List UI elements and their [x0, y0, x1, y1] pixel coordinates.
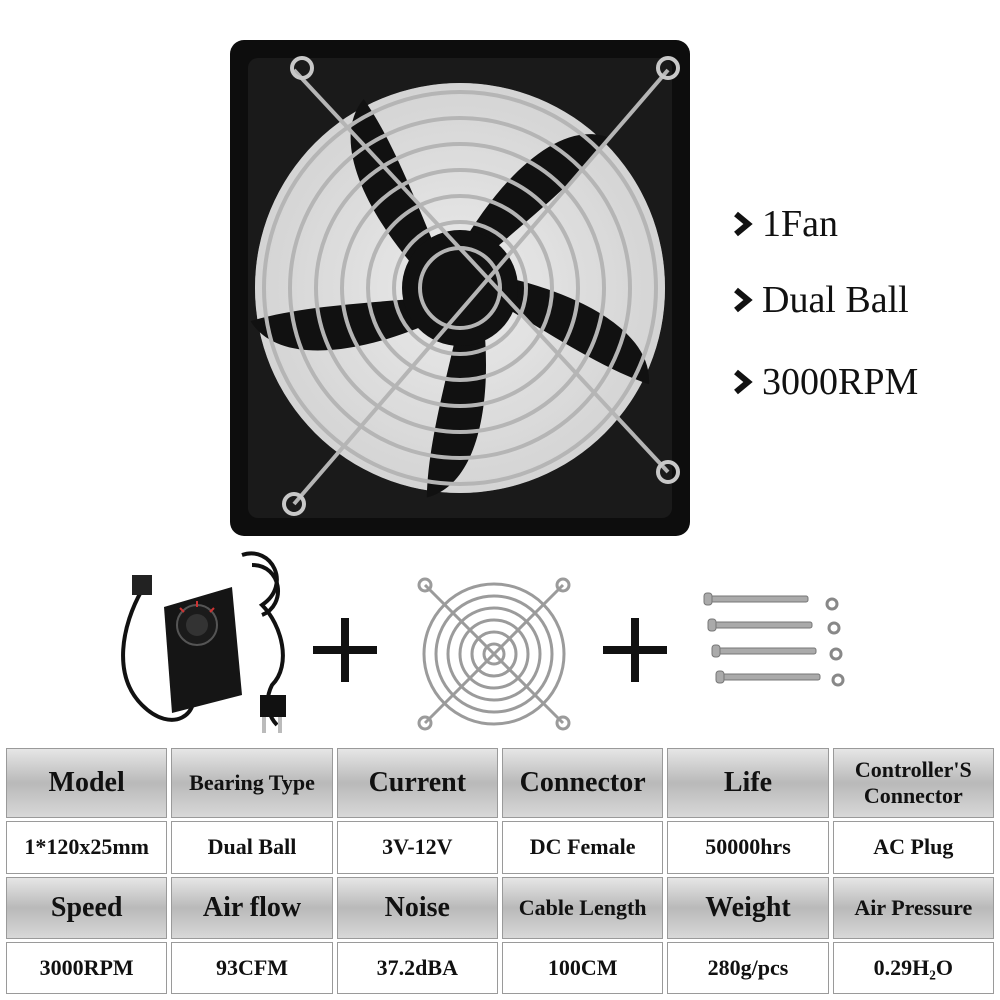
spec-value-life: 50000hrs — [667, 821, 829, 874]
spec-value-current: 3V-12V — [336, 821, 498, 874]
spec-header-current: Current — [336, 748, 498, 819]
spec-value-bearing-type: Dual Ball — [171, 821, 333, 874]
spec-value-cable-length: 100CM — [501, 941, 664, 994]
fan-grill-icon — [417, 577, 571, 731]
chevron-right-icon — [734, 211, 753, 237]
spec-header-speed: Speed — [6, 876, 168, 939]
fan-icon — [230, 40, 690, 536]
feature-item: 1Fan — [732, 202, 838, 246]
plus-icon — [603, 618, 667, 682]
spec-value-row: 3000RPM 93CFM 37.2dBA 100CM 280g/pcs 0.2… — [6, 941, 994, 994]
spec-value-noise: 37.2dBA — [336, 941, 498, 994]
feature-label: 3000RPM — [762, 361, 919, 403]
spec-header-bearing-type: Bearing Type — [171, 748, 333, 819]
spec-header-life: Life — [667, 748, 829, 819]
spec-header-noise: Noise — [336, 876, 498, 939]
spec-header-connector: Connector — [501, 748, 664, 819]
feature-label: 1Fan — [762, 203, 838, 245]
spec-value-weight: 280g/pcs — [667, 941, 829, 994]
spec-value-model: 1*120x25mm — [6, 821, 168, 874]
chevron-right-icon — [734, 287, 753, 313]
spec-header-weight: Weight — [667, 876, 829, 939]
spec-table: Model Bearing Type Current Connector Lif… — [2, 745, 998, 997]
spec-value-air-pressure: 0.29H₂O — [832, 941, 994, 994]
power-adapter-icon — [121, 551, 286, 733]
spec-value-speed: 3000RPM — [6, 941, 168, 994]
feature-item: 3000RPM — [732, 360, 918, 404]
spec-header-air-pressure: Air Pressure — [832, 876, 994, 939]
spec-header-row: Speed Air flow Noise Cable Length Weight… — [6, 876, 994, 939]
chevron-right-icon — [734, 369, 753, 395]
spec-value-row: 1*120x25mm Dual Ball 3V-12V DC Female 50… — [6, 821, 994, 874]
screws-icon — [703, 592, 845, 687]
plus-icon — [313, 618, 377, 682]
spec-header-model: Model — [6, 748, 168, 819]
spec-value-controller-connector: AC Plug — [832, 821, 994, 874]
spec-header-controller-connector: Controller'S Connector — [832, 748, 994, 819]
spec-header-cable-length: Cable Length — [501, 876, 664, 939]
spec-header-air-flow: Air flow — [171, 876, 333, 939]
feature-item: Dual Ball — [732, 278, 909, 322]
feature-label: Dual Ball — [762, 279, 909, 321]
spec-header-row: Model Bearing Type Current Connector Lif… — [6, 748, 994, 819]
spec-value-connector: DC Female — [501, 821, 664, 874]
spec-value-air-flow: 93CFM — [171, 941, 333, 994]
